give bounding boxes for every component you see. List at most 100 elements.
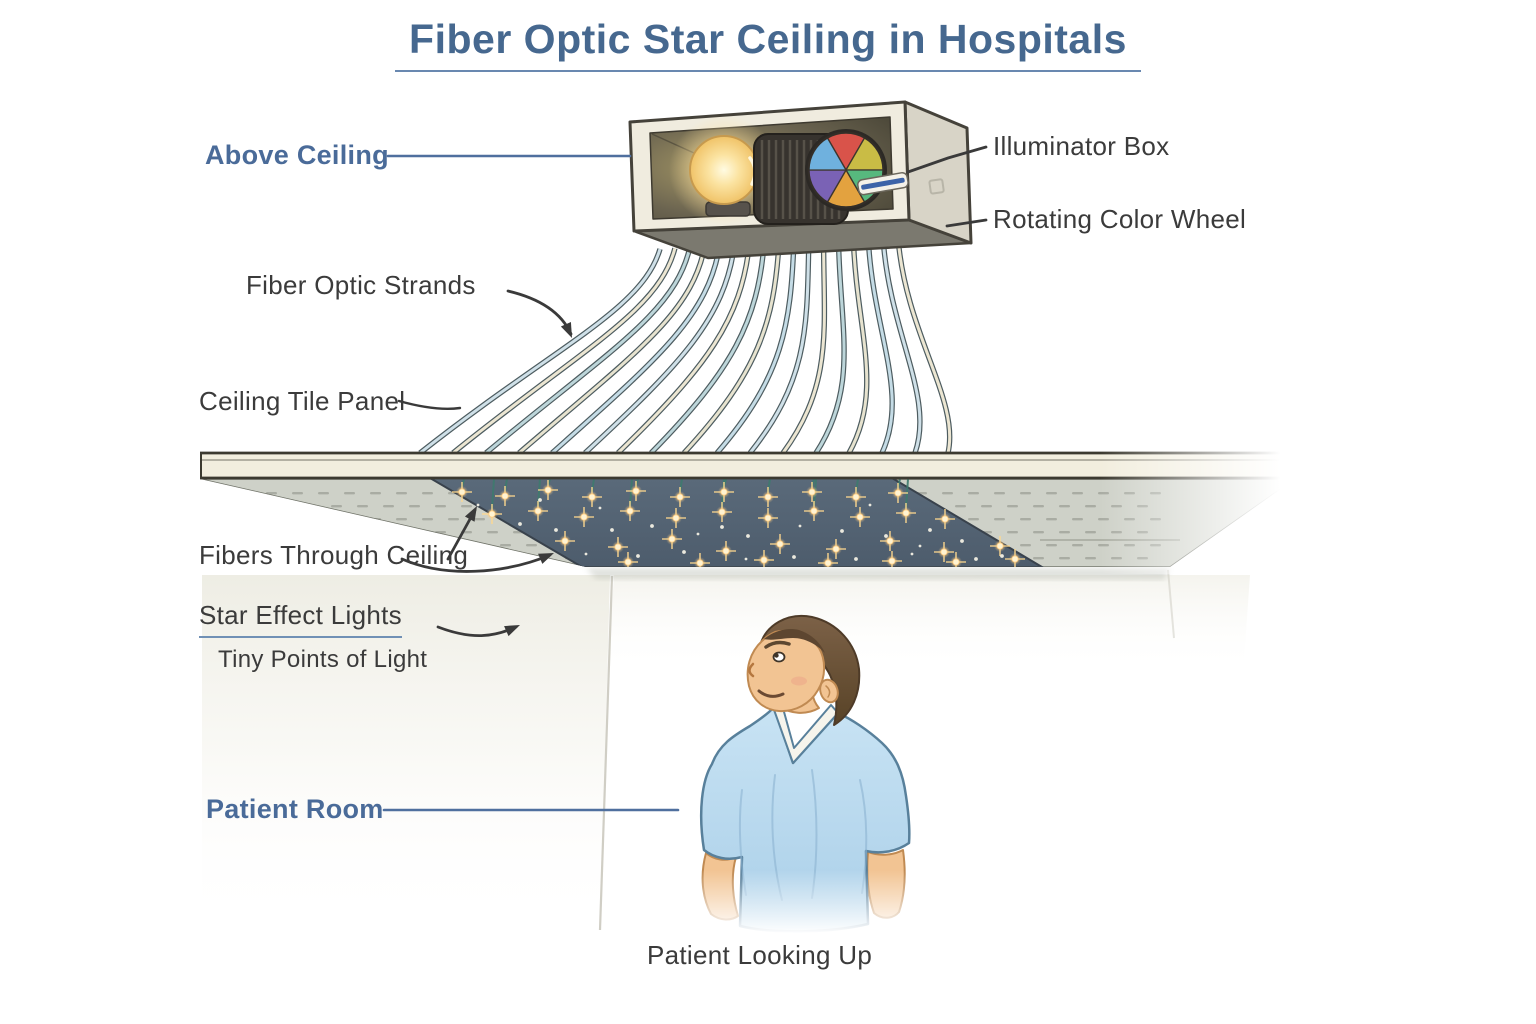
star-core [856, 513, 864, 521]
texture-dash [422, 492, 433, 495]
texture-dash [357, 531, 368, 534]
texture-dash [1072, 518, 1083, 521]
star-dot [610, 528, 614, 532]
texture-dash [331, 531, 342, 534]
texture-dash [1085, 531, 1096, 534]
texture-dash [513, 557, 524, 560]
fiber-strands-arrowhead [560, 322, 572, 338]
star-core [632, 487, 640, 495]
patient-pupil [774, 653, 779, 658]
right-wall [608, 575, 1250, 672]
star-dot [960, 539, 964, 543]
texture-dash [266, 492, 277, 495]
star-core [886, 537, 894, 545]
star-core [624, 558, 632, 566]
texture-dash [383, 505, 394, 508]
texture-dash [1072, 544, 1083, 547]
texture-dash [1020, 492, 1031, 495]
label-illuminator-box: Illuminator Box [993, 131, 1170, 161]
ceiling-right-fade [1100, 446, 1340, 574]
patient-hair-fringe [764, 629, 825, 653]
fiber-strand [452, 247, 677, 455]
fiber-strand [583, 245, 736, 455]
texture-dash [279, 505, 290, 508]
texture-dash [1072, 492, 1083, 495]
star-dot [650, 524, 654, 528]
fiber-strand [551, 246, 721, 455]
label-patient-room: Patient Room [206, 794, 384, 824]
star-dot [854, 557, 858, 561]
fiber-strand [649, 244, 766, 455]
star-core [488, 510, 496, 518]
texture-dash [318, 518, 329, 521]
star-core [720, 488, 728, 496]
box-side-square-detail [928, 178, 945, 195]
texture-dash [435, 531, 446, 534]
star-core [760, 556, 768, 564]
star-effect-lights-arrowhead [504, 625, 520, 637]
texture-dash [500, 544, 511, 547]
label-ceiling-tile-panel: Ceiling Tile Panel [199, 386, 406, 416]
star-core [458, 488, 466, 496]
texture-dash [214, 518, 225, 521]
star-core [534, 507, 542, 515]
fiber-optic-strands-bundle [418, 237, 953, 456]
texture-dash [253, 531, 264, 534]
star-dot [476, 503, 480, 507]
star-core [544, 486, 552, 494]
star-core [894, 489, 902, 497]
illuminator-box-illustration [628, 100, 973, 260]
texture-dash [227, 505, 238, 508]
room-corner-line-right [1167, 569, 1175, 639]
star-dot [884, 534, 888, 538]
star-dot [798, 524, 802, 528]
texture-dash [240, 492, 251, 495]
star-dot [696, 532, 700, 536]
texture-dash [487, 557, 498, 560]
label-star-effect-lights: Star Effect Lights [199, 600, 402, 638]
label-rotating-color-wheel: Rotating Color Wheel [993, 204, 1247, 234]
texture-dash [1059, 505, 1070, 508]
star-dot [918, 544, 922, 548]
texture-dash [487, 531, 498, 534]
light-bulb [669, 115, 779, 225]
texture-dash [1007, 531, 1018, 534]
texture-dash [383, 531, 394, 534]
label-above-ceiling: Above Ceiling [205, 140, 389, 170]
texture-dash [435, 505, 446, 508]
texture-dash [357, 505, 368, 508]
patient-nose [748, 662, 755, 678]
fiber-strand [485, 247, 692, 455]
texture-dash [1046, 544, 1057, 547]
texture-dash [240, 518, 251, 521]
fiber-strand [682, 243, 781, 455]
texture-dash [214, 492, 225, 495]
texture-dash [955, 505, 966, 508]
texture-dash [331, 505, 342, 508]
texture-dash [1046, 518, 1057, 521]
star-core [561, 537, 569, 545]
star-dot [682, 550, 686, 554]
texture-dash [1046, 492, 1057, 495]
texture-dash [994, 518, 1005, 521]
star-dot [584, 552, 588, 556]
fiber-strands-arrow [506, 289, 573, 336]
star-core [722, 547, 730, 555]
bulb-glass [689, 135, 759, 205]
texture-dash [1059, 531, 1070, 534]
fiber-strand [814, 240, 846, 454]
star-core [668, 535, 676, 543]
star-core [676, 493, 684, 501]
texture-dash [370, 492, 381, 495]
star-core [810, 507, 818, 515]
star-core [952, 558, 960, 566]
star-core [672, 514, 680, 522]
ceiling-shadow [586, 568, 1170, 580]
rotating-color-wheel-line [945, 218, 988, 228]
texture-dash [279, 531, 290, 534]
leader-lines [382, 145, 988, 812]
patient-figure [630, 614, 970, 945]
texture-dash [981, 505, 992, 508]
texture-dash [305, 505, 316, 508]
